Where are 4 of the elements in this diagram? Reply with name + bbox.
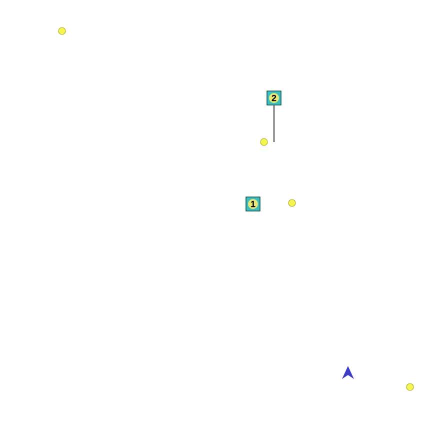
marker-dot: [260, 138, 268, 146]
marker-dot: [58, 27, 66, 35]
marker-dot: [406, 383, 414, 391]
marker-dot: [288, 199, 296, 207]
